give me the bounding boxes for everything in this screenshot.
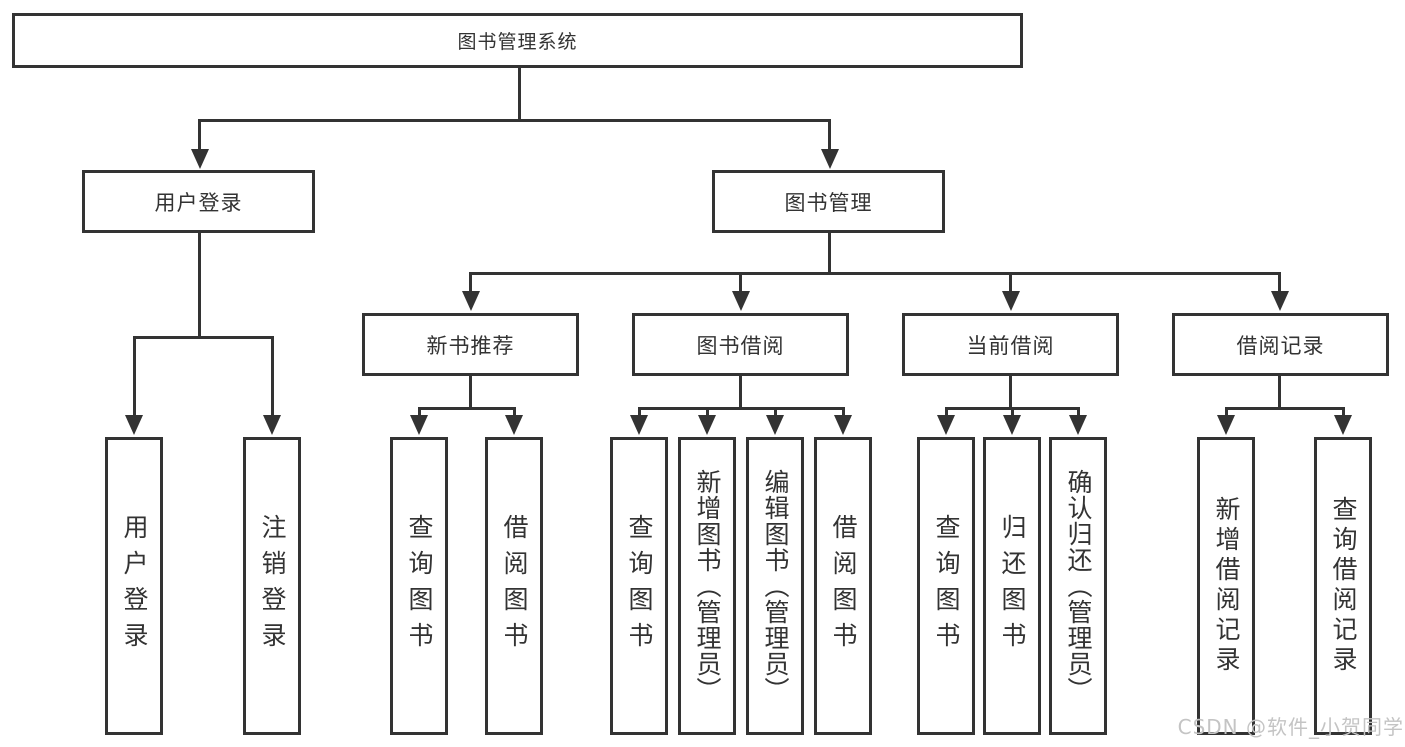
arrowhead-down-icon xyxy=(1003,415,1021,435)
connector-line xyxy=(469,272,472,294)
node-book-borrowing: 图书借阅 xyxy=(632,313,849,376)
connector-line xyxy=(638,407,641,417)
connector-line xyxy=(469,376,472,407)
connector-line xyxy=(774,407,777,417)
arrowhead-down-icon xyxy=(1271,291,1289,311)
connector-line xyxy=(1009,272,1012,294)
arrowhead-down-icon xyxy=(1069,415,1087,435)
leaf-search-books-3: 查询图书 xyxy=(917,437,975,735)
leaf-edit-books-admin: 编辑图书（管理员） xyxy=(746,437,804,735)
connector-line xyxy=(1225,407,1228,417)
connector-line xyxy=(842,407,845,417)
connector-line xyxy=(1011,407,1014,417)
connector-line xyxy=(828,233,831,272)
connector-line xyxy=(133,336,136,416)
connector-line xyxy=(470,272,1281,275)
arrowhead-down-icon xyxy=(1217,415,1235,435)
leaf-search-books-1: 查询图书 xyxy=(390,437,448,735)
arrowhead-down-icon xyxy=(834,415,852,435)
connector-line xyxy=(198,119,831,122)
node-user-login: 用户登录 xyxy=(82,170,315,233)
connector-line xyxy=(706,407,709,417)
connector-line xyxy=(133,336,274,339)
leaf-borrow-books-2: 借阅图书 xyxy=(814,437,872,735)
node-current-borrowing: 当前借阅 xyxy=(902,313,1119,376)
connector-line xyxy=(638,407,845,410)
connector-line xyxy=(828,119,831,151)
leaf-add-books-admin: 新增图书（管理员） xyxy=(678,437,736,735)
leaf-user-login: 用户登录 xyxy=(105,437,163,735)
connector-line xyxy=(1342,407,1345,417)
leaf-add-borrow-record: 新增借阅记录 xyxy=(1197,437,1255,735)
node-new-book-recommendation: 新书推荐 xyxy=(362,313,579,376)
leaf-confirm-return-admin: 确认归还（管理员） xyxy=(1049,437,1107,735)
leaf-return-books: 归还图书 xyxy=(983,437,1041,735)
arrowhead-down-icon xyxy=(821,149,839,169)
arrowhead-down-icon xyxy=(630,415,648,435)
connector-line xyxy=(739,376,742,407)
arrowhead-down-icon xyxy=(410,415,428,435)
connector-line xyxy=(1278,272,1281,294)
arrowhead-down-icon xyxy=(191,149,209,169)
arrowhead-down-icon xyxy=(263,415,281,435)
connector-line xyxy=(513,407,516,417)
connector-line xyxy=(518,66,521,119)
csdn-watermark: CSDN @软件_小贺同学 xyxy=(1177,715,1404,739)
connector-line xyxy=(271,336,274,416)
node-library-management-system: 图书管理系统 xyxy=(12,13,1023,68)
node-book-management: 图书管理 xyxy=(712,170,945,233)
leaf-logout: 注销登录 xyxy=(243,437,301,735)
arrowhead-down-icon xyxy=(937,415,955,435)
arrowhead-down-icon xyxy=(505,415,523,435)
arrowhead-down-icon xyxy=(698,415,716,435)
arrowhead-down-icon xyxy=(766,415,784,435)
leaf-search-books-2: 查询图书 xyxy=(610,437,668,735)
connector-line xyxy=(418,407,421,417)
connector-line xyxy=(418,407,516,410)
connector-line xyxy=(739,272,742,294)
connector-line xyxy=(1077,407,1080,417)
connector-line xyxy=(198,233,201,336)
arrowhead-down-icon xyxy=(1002,291,1020,311)
arrowhead-down-icon xyxy=(732,291,750,311)
leaf-search-borrow-record: 查询借阅记录 xyxy=(1314,437,1372,735)
connector-line xyxy=(1278,376,1281,407)
arrowhead-down-icon xyxy=(462,291,480,311)
connector-line xyxy=(1009,376,1012,407)
connector-line xyxy=(1225,407,1345,410)
connector-line xyxy=(945,407,948,417)
arrowhead-down-icon xyxy=(1334,415,1352,435)
arrowhead-down-icon xyxy=(125,415,143,435)
leaf-borrow-books-1: 借阅图书 xyxy=(485,437,543,735)
node-borrowing-records: 借阅记录 xyxy=(1172,313,1389,376)
connector-line xyxy=(198,119,201,151)
